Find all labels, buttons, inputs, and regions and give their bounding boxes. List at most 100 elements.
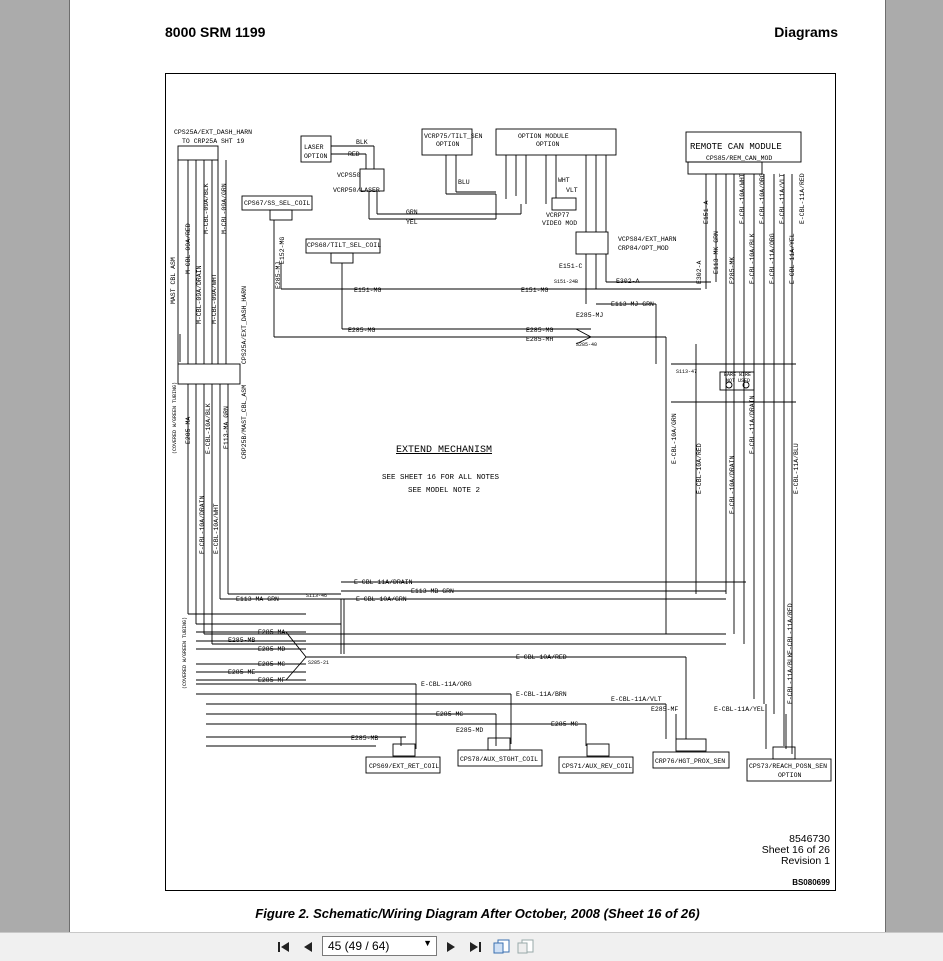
page-number-select[interactable]: 45 (49 / 64) ▼ (322, 936, 437, 956)
label-e285mg2: E285-MG (526, 327, 553, 334)
wire-blu: BLU (458, 179, 470, 186)
revision: Revision 1 (781, 855, 830, 867)
label-b-11org: E-CBL-11A/ORG (421, 681, 472, 688)
label-covered-1: (COVERED W/GREEN TUBING) (172, 382, 178, 454)
page-number-value: 45 (49 / 64) (328, 939, 390, 953)
label-rc-10wht: E-CBL-10A/WHT (739, 173, 746, 224)
label-b-11vlt: E-CBL-11A/VLT (611, 696, 662, 703)
label-b-10grn: E-CBL-10A/GRN (356, 596, 407, 603)
label-rc-11vlt: E-CBL-11A/VLT (779, 173, 786, 224)
label-cbl10wht-v: E-CBL-10A/WHT (213, 503, 220, 554)
chevron-down-icon: ▼ (423, 938, 432, 948)
label-optmod-2: OPTION (536, 141, 560, 148)
next-page-icon[interactable] (441, 937, 461, 957)
label-b-mb: E285-MB (228, 637, 255, 644)
label-b-mc: E285-MC (258, 661, 285, 668)
label-cps73-1: CPS73/REACH_POSN_SEN (749, 763, 827, 770)
label-b-ma: E285-MA (258, 629, 285, 636)
label-cps78: CPS78/AUX_STGHT_COIL (460, 756, 538, 763)
label-e151c: E151-C (559, 263, 583, 270)
label-e285mg1: E285-MG (348, 327, 375, 334)
label-cps73-2: OPTION (778, 772, 802, 779)
label-vcps84-2: CRP84/OPT_MOD (618, 245, 669, 252)
label-bare-2: NOT USED (726, 378, 750, 384)
label-rc-e285mk: E285-MK (729, 257, 736, 284)
fit-page-icon[interactable] (492, 937, 512, 957)
wiring-diagram: CPS25A/EXT_DASH_HARN TO CRP25A SHT 19 MA… (170, 128, 832, 887)
label-remote-2: CPS85/REM_CAN_MOD (706, 155, 772, 162)
figure-caption: Figure 2. Schematic/Wiring Diagram After… (255, 906, 700, 921)
label-e285mj: E285-MJ (576, 312, 603, 319)
label-vcrp77-1: VCRP77 (546, 212, 570, 219)
label-b-mf2: E285-MF (651, 706, 678, 713)
wire-vlt: VLT (566, 187, 578, 194)
label-rc-e151a: E151-A (703, 200, 710, 224)
wire-yel: YEL (406, 219, 418, 226)
label-cbl11blu-r: E-CBL-11A/BLU (793, 443, 800, 494)
diagram-frame: CPS25A/EXT_DASH_HARN TO CRP25A SHT 19 MA… (165, 73, 836, 891)
label-e302a-v: E302-A (696, 260, 703, 284)
label-rc-11red2: E-CBL-11A/RED (787, 603, 794, 654)
label-cbl10blk: E-CBL-10A/BLK (205, 403, 212, 454)
label-cbl09blk: M-CBL-09A/BLK (203, 183, 210, 234)
header-doc-id: 8000 SRM 1199 (165, 24, 266, 40)
label-e113ma-v: E113-MA GRN (223, 406, 230, 449)
label-e151mg2: E151-MG (521, 287, 548, 294)
label-b-11drain: E-CBL-11A/DRAIN (354, 579, 413, 586)
label-crp25b-side: CRP25B/MAST_CBL_ASM (241, 385, 248, 459)
label-option-laser: OPTION (304, 153, 328, 160)
label-cbl09red: M-CBL-09A/RED (185, 223, 192, 274)
label-e285ma-v: E285-MA (185, 417, 192, 444)
label-cbl09grn: M-CBL-09A/GRN (221, 183, 228, 234)
wire-wht: WHT (558, 177, 570, 184)
label-e285mj-v: E285-MJ (275, 262, 282, 289)
wire-grn-1: GRN (406, 209, 418, 216)
last-page-icon[interactable] (465, 937, 485, 957)
label-cbl09drain: M-CBL-09A/DRAIN (196, 265, 203, 324)
label-rc-11blk: E-CBL-11A/BLK (787, 653, 794, 704)
label-cps67: CPS67/SS_SEL_COIL (244, 200, 310, 207)
label-cps68: CPS68/TILT_SEL_COIL (307, 242, 381, 249)
label-b-mc3: E285-MC (551, 721, 578, 728)
label-rc-11red: E-CBL-11A/RED (799, 173, 806, 224)
prev-page-icon[interactable] (298, 937, 318, 957)
label-rc-10org: E-CBL-10A/ORG (759, 173, 766, 224)
document-page: 8000 SRM 1199 Diagrams (69, 0, 886, 932)
label-s285-40: S285-40 (576, 342, 597, 348)
fit-width-icon[interactable] (516, 937, 536, 957)
center-note-2: SEE MODEL NOTE 2 (408, 487, 480, 495)
label-rc-11yel: E-CBL-11A/YEL (789, 233, 796, 284)
label-b-mc2: E285-MC (436, 711, 463, 718)
label-e285mh: E285-MH (526, 336, 553, 343)
label-b-11yel: E-CBL-11A/YEL (714, 706, 765, 713)
label-b-e113mb: E113-MB GRN (411, 588, 454, 595)
label-vcps84-1: VCPS84/EXT_HARN (618, 236, 677, 243)
label-b-me: E285-ME (228, 669, 255, 676)
header-section: Diagrams (774, 24, 838, 40)
label-b-s113: S113-46 (306, 593, 327, 599)
label-b-10red: E-CBL-10A/RED (516, 654, 567, 661)
label-e113mj: E113-MJ GRN (611, 301, 654, 308)
label-vcrp75-2: OPTION (436, 141, 460, 148)
label-laser: LASER (304, 144, 324, 151)
label-rc-e113mk: E113-MK GRN (713, 231, 720, 274)
label-b-mf: E285-MF (258, 677, 285, 684)
label-b-s285: S285-21 (308, 660, 329, 666)
center-note-1: SEE SHEET 16 FOR ALL NOTES (382, 474, 500, 482)
drawing-code: BS080699 (792, 878, 830, 887)
label-cbl11drain-r: E-CBL-11A/DRAIN (749, 395, 756, 454)
label-rc-11org: E-CBL-11A/ORG (769, 233, 776, 284)
label-cps69: CPS69/EXT_RET_COIL (369, 763, 439, 770)
label-e152mg: E152-MG (279, 237, 286, 264)
label-optmod-1: OPTION MODULE (518, 133, 569, 140)
label-cbl10red-v: E-CBL-10A/RED (696, 443, 703, 494)
label-s151: S151-24B (554, 279, 578, 285)
label-cbl10grn-v: E-CBL-10A/GRN (671, 413, 678, 464)
label-cbl10drain-r: E-CBL-10A/DRAIN (729, 455, 736, 514)
label-b-mb2: E285-MB (351, 735, 378, 742)
label-vcrp75-1: VCRP75/TILT_SEN (424, 133, 483, 140)
sheet-number: Sheet 16 of 26 (762, 844, 830, 856)
first-page-icon[interactable] (274, 937, 294, 957)
label-vcps50: VCPS50 (337, 172, 361, 179)
wire-blk: BLK (356, 139, 368, 146)
